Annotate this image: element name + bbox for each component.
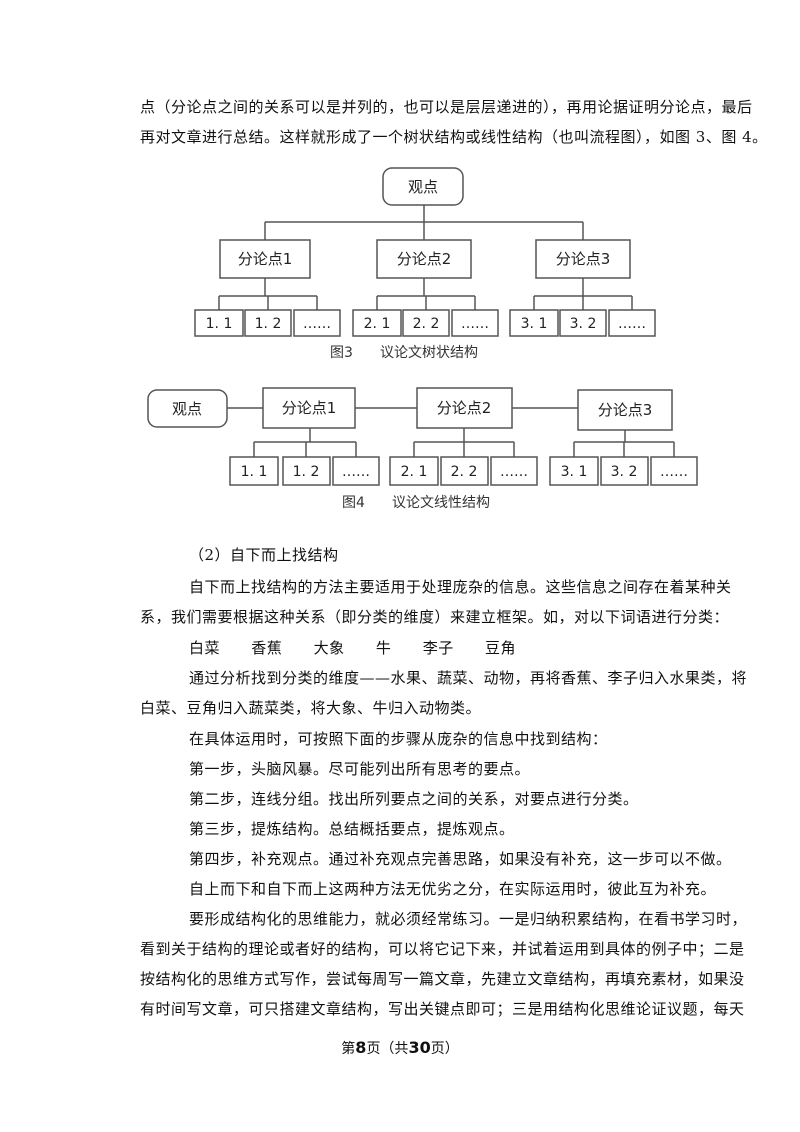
fig4-leaf-3-1-label: 3. 1: [561, 464, 588, 480]
word-item: 白菜: [189, 639, 221, 657]
fig3-leaf-2-1: [352, 309, 402, 337]
fig3-branch-3-label: 分论点3: [556, 250, 611, 268]
figure-3-tree: 观点 分论点1 分论点2 分论点3 1. 1 1. 2 …… 2. 1 2. 2…: [194, 167, 656, 361]
fig4-leaf-3-2: [600, 456, 649, 486]
fig4-leaf-3-3-label: ……: [660, 464, 688, 480]
step-2: 第二步，连线分组。找出所列要点之间的关系，对要点进行分类。: [189, 790, 639, 808]
paragraph-3: 在具体运用时，可按照下面的步骤从庞杂的信息中找到结构：: [189, 730, 608, 748]
footer-page-number: 8: [355, 1038, 367, 1057]
fig4-leaf-2-3: [490, 456, 538, 486]
paragraph-2-line-2: 白菜、豆角归入蔬菜类，将大象、牛归入动物类。: [140, 699, 482, 717]
fig3-root-label: 观点: [408, 178, 438, 196]
fig3-caption-text: 议论文树状结构: [380, 345, 478, 361]
fig4-leaf-3-2-label: 3. 2: [611, 464, 638, 480]
fig4-leaf-2-2: [440, 456, 489, 486]
fig3-leaf-1-1-label: 1. 1: [206, 316, 233, 332]
figure-4-linear: 观点 分论点1 分论点2 分论点3 1. 1 1. 2 …… 2. 1 2. 2…: [147, 387, 698, 511]
fig4-branch-2: [416, 387, 513, 429]
fig4-leaf-1-3: [332, 456, 380, 486]
step-3: 第三步，提炼结构。总结概括要点，提炼观点。: [189, 820, 515, 838]
fig3-leaf-2-2-label: 2. 2: [413, 316, 440, 332]
fig3-leaf-1-2: [244, 309, 292, 337]
section-heading: （2）自下而上找结构: [189, 546, 339, 564]
fig4-caption-text: 议论文线性结构: [392, 495, 490, 511]
fig4-leaf-1-3-label: ……: [342, 464, 370, 480]
fig4-caption-number: 图4: [342, 495, 365, 511]
fig4-leaf-2-1-label: 2. 1: [401, 464, 428, 480]
fig3-branch-3: [535, 239, 631, 279]
paragraph-2-line-1: 通过分析找到分类的维度——水果、蔬菜、动物，再将香蕉、李子归入水果类，将: [189, 669, 748, 687]
fig4-leaf-2-2-label: 2. 2: [451, 464, 478, 480]
step-4: 第四步，补充观点。通过补充观点完善思路，如果没有补充，这一步可以不做。: [189, 850, 732, 868]
step-1: 第一步，头脑风暴。尽可能列出所有思考的要点。: [189, 760, 531, 778]
fig3-leaf-3-2-label: 3. 2: [570, 316, 597, 332]
fig4-leaf-1-2: [282, 456, 331, 486]
fig4-leaf-3-1: [549, 456, 599, 486]
word-item: 大象: [313, 639, 345, 657]
fig3-branch-1-label: 分论点1: [238, 250, 293, 268]
fig3-leaf-2-3-label: ……: [461, 316, 489, 332]
footer-middle: 页（共: [366, 1041, 409, 1057]
fig3-leaf-1-2-label: 1. 2: [255, 316, 282, 332]
fig3-branch-2: [376, 239, 472, 279]
fig4-branch-3: [577, 389, 673, 431]
paragraph-5-line-2: 看到关于结构的理论或者好的结构，可以将它记下来，并试着运用到具体的例子中；二是: [140, 940, 745, 958]
fig3-leaf-1-1: [194, 309, 244, 337]
paragraph-4: 自上而下和自下而上这两种方法无优劣之分，在实际运用时，彼此互为补充。: [189, 880, 717, 898]
fig3-leaf-2-3: [451, 309, 499, 337]
paragraph-5-line-4: 有时间写文章，可只搭建文章结构，写出关键点即可；三是用结构化思维论证议题，每天: [140, 1000, 745, 1018]
fig3-leaf-1-3: [293, 309, 341, 337]
fig4-leaf-1-2-label: 1. 2: [293, 464, 320, 480]
footer-suffix: 页）: [430, 1041, 459, 1057]
paragraph-5-line-3: 按结构化的思维方式写作，尝试每周写一篇文章，先建立文章结构，再填充素材，如果没: [140, 970, 745, 988]
paragraph-1-line-1: 自下而上找结构的方法主要适用于处理庞杂的信息。这些信息之间存在着某种关: [189, 578, 732, 596]
fig4-branch-1: [262, 387, 356, 429]
fig4-branch-1-label: 分论点1: [282, 399, 337, 417]
fig4-root-box: [147, 389, 228, 428]
fig4-leaf-3-3: [650, 456, 698, 486]
fig3-leaf-1-3-label: ……: [303, 316, 331, 332]
paragraph-5-line-1: 要形成结构化的思维能力，就必须经常练习。一是归纳积累结构，在看书学习时，: [189, 910, 748, 928]
fig3-branch-1: [219, 239, 311, 279]
fig3-leaf-2-2: [402, 309, 450, 337]
fig3-branch-2-label: 分论点2: [397, 250, 452, 268]
fig3-root-box: [382, 167, 464, 206]
fig3-leaf-3-2: [559, 309, 607, 337]
fig3-leaf-3-1: [509, 309, 559, 337]
paragraph-1-line-2: 系，我们需要根据这种关系（即分类的维度）来建立框架。如，对以下词语进行分类：: [140, 608, 730, 626]
intro-line-1: 点（分论点之间的关系可以是并列的，也可以是层层递进的），再用论据证明分论点，最后: [140, 98, 753, 116]
fig4-leaf-2-3-label: ……: [500, 464, 528, 480]
fig3-leaf-2-1-label: 2. 1: [364, 316, 391, 332]
word-item: 李子: [422, 639, 454, 657]
fig4-branch-2-label: 分论点2: [437, 399, 492, 417]
word-item: 牛: [375, 639, 392, 657]
fig3-leaf-3-3: [608, 309, 656, 337]
fig4-leaf-2-1: [389, 456, 439, 486]
intro-line-2: 再对文章进行总结。这样就形成了一个树状结构或线性结构（也叫流程图），如图 3、图…: [140, 128, 768, 146]
fig3-leaf-3-1-label: 3. 1: [521, 316, 548, 332]
word-list: 白菜 香蕉 大象 牛 李子 豆角: [189, 637, 542, 658]
fig4-root-label: 观点: [172, 400, 202, 418]
fig4-leaf-1-1-label: 1. 1: [241, 464, 268, 480]
footer-prefix: 第: [341, 1041, 356, 1057]
fig3-leaf-3-3-label: ……: [618, 316, 646, 332]
fig4-branch-3-label: 分论点3: [598, 401, 653, 419]
footer-total-pages: 30: [408, 1038, 431, 1057]
page-footer: 第8页（共30页）: [0, 1038, 800, 1058]
word-item: 豆角: [484, 639, 516, 657]
word-item: 香蕉: [251, 639, 283, 657]
fig4-leaf-1-1: [229, 456, 279, 486]
fig3-caption-number: 图3: [330, 345, 353, 361]
